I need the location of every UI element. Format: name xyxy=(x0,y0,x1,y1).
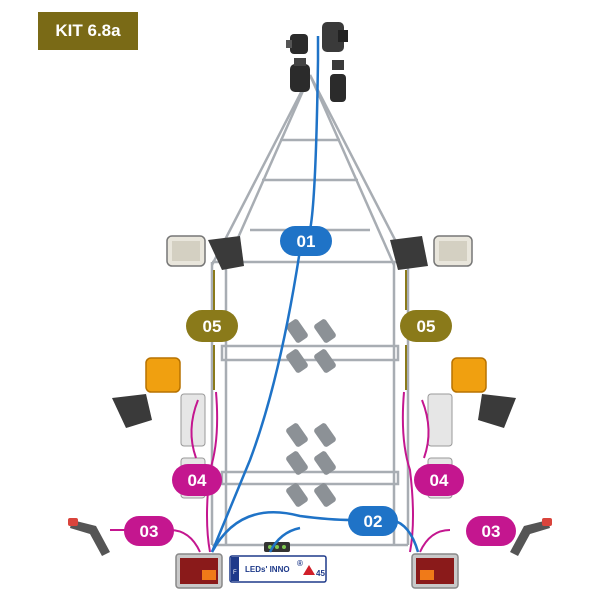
white-position-lamp-icon xyxy=(433,235,473,267)
svg-text:05: 05 xyxy=(417,317,436,336)
plate-lamp-icon xyxy=(264,542,290,552)
svg-text:04: 04 xyxy=(430,471,449,490)
cable-01-label: 01 xyxy=(280,226,332,256)
axle-blocks xyxy=(286,319,336,507)
orange-side-marker-icon xyxy=(451,357,487,393)
upper-axle-block xyxy=(286,319,336,373)
front-right-bracket-icon xyxy=(390,236,428,270)
white-position-lamp-icon xyxy=(166,235,206,267)
license-plate: F LEDs' INNO ® 45 xyxy=(229,555,327,583)
svg-text:03: 03 xyxy=(140,522,159,541)
lower-axle-block xyxy=(286,423,336,507)
adapter-icon xyxy=(330,60,346,102)
plate-left-code: F xyxy=(233,570,237,576)
plate-brand-text: LEDs' INNO xyxy=(245,565,290,574)
orange-side-marker-icon xyxy=(145,357,181,393)
cable-05-left-label: 05 xyxy=(186,310,238,342)
cable-05-lines xyxy=(213,270,407,390)
plate-right-code: 45 xyxy=(316,569,325,578)
plate-registered-mark: ® xyxy=(297,559,303,568)
kit-badge: KIT 6.8a xyxy=(38,12,138,50)
cable-04-left-label: 04 xyxy=(172,464,222,496)
cable-02-label: 02 xyxy=(348,506,398,536)
svg-text:03: 03 xyxy=(482,522,501,541)
trailer-frame xyxy=(210,74,410,547)
outline-marker-lamp-icon xyxy=(68,518,110,556)
side-right-bracket-icon xyxy=(478,394,516,428)
svg-text:05: 05 xyxy=(203,317,222,336)
front-left-bracket-icon xyxy=(208,236,244,270)
connector-icon xyxy=(322,22,348,52)
cable-03-right-label: 03 xyxy=(466,516,516,546)
svg-text:04: 04 xyxy=(188,471,207,490)
svg-text:01: 01 xyxy=(297,232,316,251)
cable-01-line xyxy=(210,36,320,553)
cable-05-right-label: 05 xyxy=(400,310,452,342)
plug-icon xyxy=(290,58,310,92)
rear-combination-lamp-icon xyxy=(411,553,459,589)
svg-text:02: 02 xyxy=(364,512,383,531)
warning-triangle-icon xyxy=(303,565,315,575)
cable-04-right-label: 04 xyxy=(414,464,464,496)
side-left-bracket-icon xyxy=(112,394,152,428)
outline-marker-lamp-icon xyxy=(510,518,552,556)
cable-03-left-label: 03 xyxy=(124,516,174,546)
rear-combination-lamp-icon xyxy=(175,553,223,589)
socket-plug-icon xyxy=(286,34,308,54)
